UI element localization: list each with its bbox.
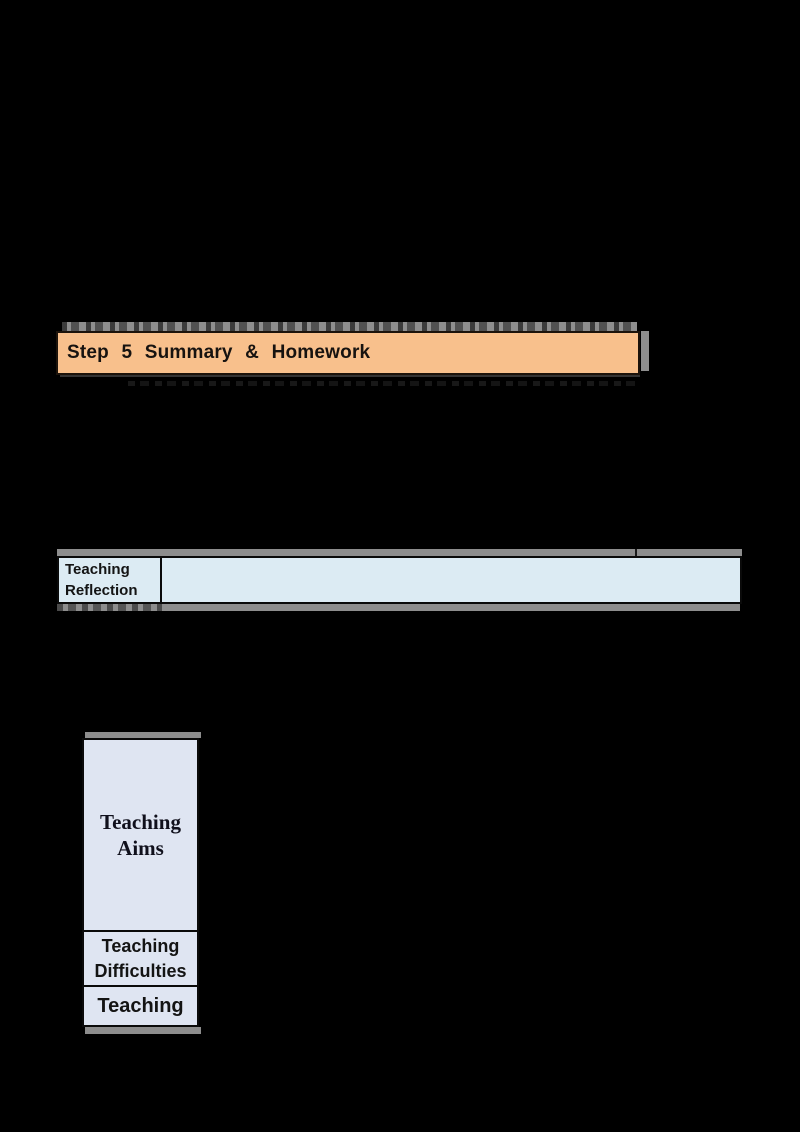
- teaching-aims-line1: Teaching: [100, 810, 181, 834]
- step-banner: Step 5 Summary & Homework: [56, 331, 640, 375]
- reflection-header-line1: Teaching: [65, 561, 130, 578]
- reflection-header-cell: Teaching Reflection: [59, 558, 162, 602]
- reflection-bottom-shadow: [57, 604, 740, 611]
- teaching-difficulties-cell[interactable]: Teaching Difficulties: [84, 932, 197, 987]
- reflection-table: Teaching Reflection: [57, 556, 742, 604]
- faint-text-fragments: [128, 381, 640, 386]
- teaching-difficulties-line1: Teaching: [101, 935, 180, 956]
- aims-table: Teaching Aims Teaching Difficulties Teac…: [82, 738, 199, 1027]
- teaching-difficulties-line2: Difficulties: [94, 960, 187, 981]
- teaching-aims-cell[interactable]: Teaching Aims: [84, 740, 197, 932]
- reflection-header-line2: Reflection: [65, 582, 138, 599]
- aims-table-top-shadow: [85, 732, 201, 738]
- teaching-procedures-cell[interactable]: Teaching: [84, 987, 197, 1025]
- reflection-content-cell[interactable]: [162, 558, 740, 602]
- cropped-text-strip-top: [62, 322, 637, 331]
- teaching-procedures-line1: Teaching: [97, 995, 184, 1017]
- banner-bottom-shadow: [60, 375, 640, 377]
- teaching-aims-line2: Aims: [117, 836, 164, 860]
- reflection-top-shadow: [57, 549, 742, 556]
- column-divider-mark: [635, 549, 637, 556]
- banner-right-shadow: [641, 331, 649, 371]
- cropped-text-strip-bottom: [57, 604, 162, 611]
- step-banner-label: Step 5 Summary & Homework: [67, 342, 371, 363]
- aims-table-bottom-shadow: [85, 1027, 201, 1034]
